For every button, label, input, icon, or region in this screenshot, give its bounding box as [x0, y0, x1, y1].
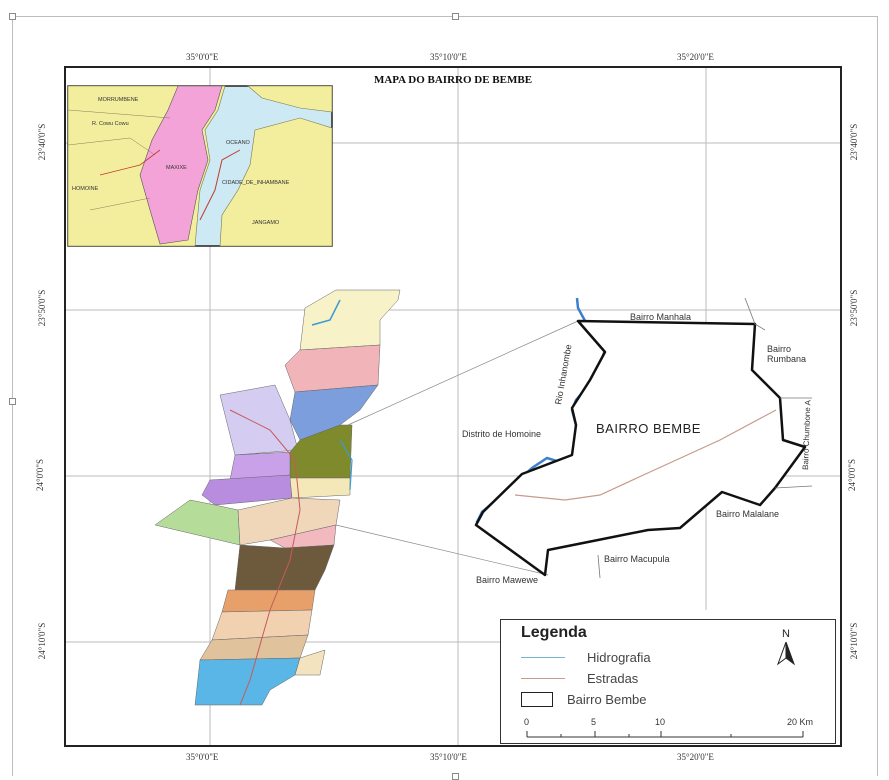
neighbor-label-east: Bairro Chumbone A [801, 399, 812, 470]
map-canvas: MORRUMBENE R. Cowu Cowu OCEANO MAXIXE CI… [66, 68, 840, 745]
neighbor-label-north: Bairro Manhala [630, 312, 691, 322]
latitude-label-right: 24°0'0"S [846, 459, 857, 491]
scale-tick-label: 10 [655, 717, 665, 727]
district-strip [154, 289, 401, 706]
longitude-label-bottom: 35°20'0"E [677, 752, 714, 762]
boundary-box-swatch [521, 692, 553, 707]
document-frame-right [877, 16, 878, 776]
neighbor-label-southeast: Bairro Malalane [716, 509, 779, 519]
legend-item-estradas: Estradas [521, 671, 638, 686]
longitude-label-top: 35°0'0"E [186, 52, 219, 62]
latitude-label-left: 24°10'0"S [37, 622, 48, 660]
water-line-swatch [521, 657, 565, 658]
district-label: BAIRRO BEMBE [596, 421, 701, 436]
longitude-label-top: 35°10'0"E [430, 52, 467, 62]
resize-handle-top-left[interactable] [9, 13, 16, 20]
neighbor-label-south: Bairro Macupula [604, 554, 670, 564]
document-frame-left [12, 16, 13, 776]
resize-handle-top-center[interactable] [452, 13, 459, 20]
legend: Legenda Hidrografia Estradas Bairro Bemb… [500, 619, 836, 744]
inset-label: JANGAMO [252, 220, 280, 226]
inset-map: MORRUMBENE R. Cowu Cowu OCEANO MAXIXE CI… [67, 85, 333, 247]
inset-label: MAXIXE [166, 165, 187, 171]
latitude-label-right: 24°10'0"S [849, 622, 860, 660]
map-frame: MORRUMBENE R. Cowu Cowu OCEANO MAXIXE CI… [64, 66, 842, 747]
legend-item-label: Estradas [587, 671, 639, 686]
north-arrow-icon: N [776, 628, 796, 666]
resize-handle-middle-left[interactable] [9, 398, 16, 405]
map-title: MAPA DO BAIRRO DE BEMBE [373, 74, 533, 86]
scale-bar: 0 5 10 20 Km [524, 717, 813, 738]
document-frame-top [12, 16, 878, 17]
longitude-label-bottom: 35°10'0"E [430, 752, 467, 762]
latitude-label-left: 23°50'0"S [37, 289, 48, 327]
latitude-label-right: 23°50'0"S [849, 289, 860, 327]
legend-item-bairro-bembe: Bairro Bembe [521, 692, 646, 707]
neighbor-label-southwest: Bairro Mawewe [476, 575, 538, 585]
latitude-label-left: 23°40'0"S [37, 123, 48, 161]
river-label: Rio Inhanombe [553, 343, 573, 405]
resize-handle-bottom-center[interactable] [452, 773, 459, 780]
legend-item-label: Bairro Bembe [567, 692, 647, 707]
longitude-label-bottom: 35°0'0"E [186, 752, 219, 762]
north-label: N [782, 628, 790, 640]
legend-title: Legenda [521, 624, 587, 641]
scale-tick-label: 20 Km [787, 717, 813, 727]
legend-item-label: Hidrografia [587, 650, 651, 665]
inset-label: R. Cowu Cowu [92, 121, 129, 127]
longitude-label-top: 35°20'0"E [677, 52, 714, 62]
inset-label: OCEANO [226, 140, 251, 146]
zoom-connector-lines [335, 320, 579, 576]
scale-tick-label: 5 [591, 717, 596, 727]
latitude-label-left: 24°0'0"S [34, 459, 45, 491]
legend-item-hidrografia: Hidrografia [521, 650, 651, 665]
neighbor-label-west: Distrito de Homoine [462, 429, 541, 439]
inset-label: HOMOINE [72, 186, 99, 192]
road-line-swatch [521, 678, 565, 679]
inset-label: CIDADE_DE_INHAMBANE [222, 180, 290, 186]
latitude-label-right: 23°40'0"S [849, 123, 860, 161]
scale-tick-label: 0 [524, 717, 529, 727]
inset-label: MORRUMBENE [98, 97, 139, 103]
